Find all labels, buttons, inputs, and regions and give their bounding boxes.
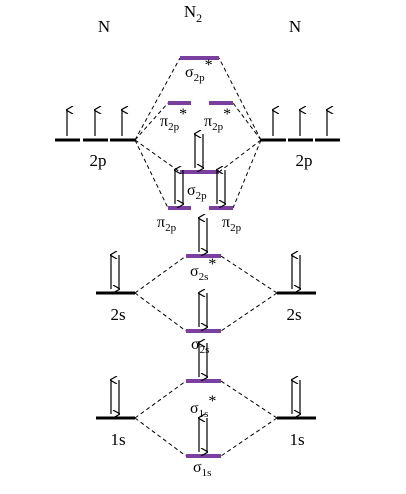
sigma2s-star-label: σ2s*: [190, 256, 216, 283]
dash-l2p-pi2pstar: [134, 102, 169, 141]
molecule-title-sub: 2: [196, 11, 202, 25]
atomic-levels: [55, 138, 340, 420]
dash-l2p-pi2p: [134, 139, 169, 209]
correlation-lines: [134, 57, 278, 457]
right-2p-label: 2p: [296, 151, 313, 170]
dash-l2p-sigma2p: [134, 139, 181, 173]
sigma1s-star-label: σ1s*: [190, 393, 216, 420]
left-2p-label: 2p: [90, 151, 107, 170]
right-1s-label: 1s: [289, 430, 304, 449]
left-2s-label: 2s: [110, 305, 125, 324]
dash-l2s-sigma2sstar: [134, 255, 187, 294]
pi2p-right-label: π2p: [222, 214, 242, 234]
right-2s-label: 2s: [286, 305, 301, 324]
dash-r2p-sigma2pstar: [218, 57, 262, 141]
molecular-levels: [168, 56, 233, 458]
pi2p-star-right-label: π2p*: [204, 106, 231, 133]
dash-r2s-sigma2sstar: [220, 255, 278, 294]
electron-arrows: [67, 110, 327, 452]
dash-r2p-pi2pstar: [232, 102, 262, 141]
dash-r2s-sigma2s: [220, 292, 278, 332]
dash-r1s-sigma1sstar: [220, 380, 278, 419]
dash-r1s-sigma1s: [220, 417, 278, 457]
pi2p-left-label: π2p: [157, 214, 177, 234]
dash-l2s-sigma2s: [134, 292, 187, 332]
pi2p-star-left-label: π2p*: [160, 106, 187, 133]
molecule-title: N2: [184, 2, 202, 25]
dash-r2p-sigma2p: [218, 139, 262, 173]
sigma2p-star-label: σ2p*: [185, 57, 213, 84]
dash-l1s-sigma1sstar: [134, 380, 187, 419]
dash-l2p-sigma2pstar: [134, 57, 181, 141]
dash-l1s-sigma1s: [134, 417, 187, 457]
sigma2s-label: σ2s: [191, 336, 209, 356]
left-1s-label: 1s: [110, 430, 125, 449]
molecule-title-base: N: [184, 2, 196, 21]
sigma1s-label: σ1s: [193, 459, 211, 479]
sigma2p-label: σ2p: [187, 182, 207, 202]
dash-r2p-pi2p: [232, 139, 262, 209]
left-atom-title: N: [98, 17, 110, 36]
right-atom-title: N: [289, 17, 301, 36]
